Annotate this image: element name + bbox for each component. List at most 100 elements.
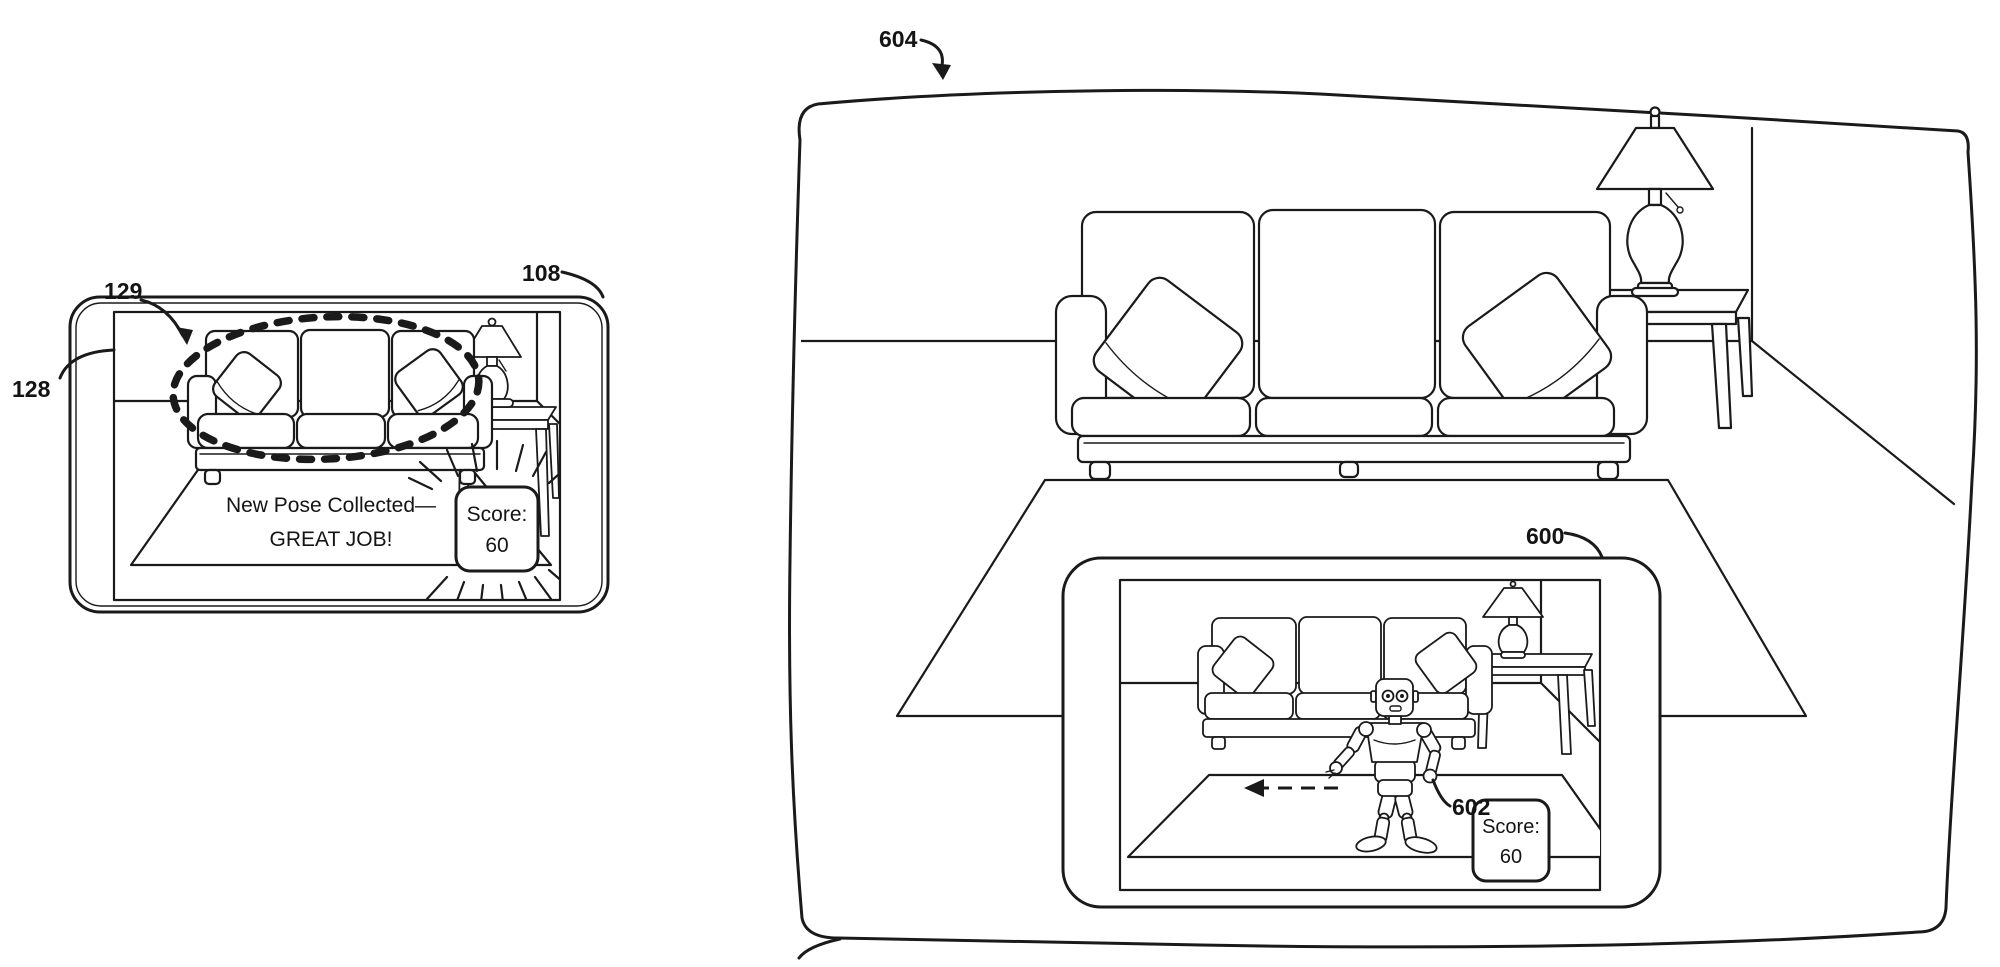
pillow-body xyxy=(212,351,282,421)
couch-seat-cushion xyxy=(1295,692,1381,720)
floor-corner-line xyxy=(1539,681,1600,744)
table-leg xyxy=(548,423,560,499)
pillow-body xyxy=(394,348,464,418)
couch xyxy=(1197,616,1493,750)
score-value: 60 xyxy=(1500,846,1522,868)
leader-line-600 xyxy=(1563,531,1604,559)
lamp-neck xyxy=(486,356,498,367)
robot-mouth xyxy=(1389,705,1402,712)
couch-leg xyxy=(203,468,222,486)
lamp-base xyxy=(1500,651,1526,659)
lamp-shade xyxy=(1595,126,1715,191)
couch-seat-cushion xyxy=(1436,396,1616,438)
score-value: 60 xyxy=(485,534,508,557)
robot-chest-line xyxy=(1373,739,1416,745)
robot-pelvis xyxy=(1377,779,1413,797)
couch-back-cushion xyxy=(1298,616,1382,695)
couch-seat-cushion xyxy=(1254,396,1434,438)
lamp-finial xyxy=(487,317,497,327)
pillow-flange-line xyxy=(216,381,258,415)
couch-leg xyxy=(1596,460,1620,481)
lamp-neck xyxy=(1647,187,1663,207)
robot-shoulder xyxy=(1358,721,1374,737)
leader-line-128 xyxy=(58,348,116,380)
throw-pillow xyxy=(1414,631,1478,695)
robot-finger xyxy=(1328,772,1336,779)
lamp-shade xyxy=(1482,587,1544,618)
ref-label-129: 129 xyxy=(104,278,142,304)
robot-torso xyxy=(1365,722,1425,763)
robot-figure xyxy=(1325,678,1442,854)
robot-finger xyxy=(1325,769,1335,773)
couch-leg xyxy=(1451,736,1466,750)
score-label: Score: xyxy=(1482,816,1540,838)
ref-label-602: 602 xyxy=(1452,794,1490,820)
room-view-604: Score: 60 600 602 604 xyxy=(788,26,1978,960)
arrowhead-129 xyxy=(176,327,193,345)
couch-leg xyxy=(1088,460,1112,481)
handheld-device-108: Score: 60 New Pose Collected— GREAT JOB!… xyxy=(12,260,610,614)
table-leg xyxy=(1736,316,1754,398)
couch-leg xyxy=(1211,736,1226,750)
couch xyxy=(186,328,494,486)
arrowhead xyxy=(1244,779,1264,797)
lamp-finial xyxy=(1509,580,1517,588)
lamp-pull-ring xyxy=(1676,206,1684,214)
score-badge: Score: 60 xyxy=(454,485,540,573)
score-badge: Score: 60 xyxy=(1471,798,1551,883)
couch-back-cushion xyxy=(299,328,391,419)
throw-pillow xyxy=(394,348,464,418)
arrowhead-604 xyxy=(932,63,951,80)
table-leg xyxy=(1557,674,1572,755)
device-screen-content: Score: 60 xyxy=(1120,580,1600,883)
score-badge-box xyxy=(454,485,540,573)
robot-foot xyxy=(1355,835,1387,853)
table-lamp xyxy=(1482,580,1544,659)
robot-foot xyxy=(1404,836,1438,854)
motion-dashed-arrow xyxy=(1244,779,1338,797)
pillow-flange-line xyxy=(417,379,460,412)
device-screen-content: Score: 60 New Pose Collected— GREAT JOB! xyxy=(114,312,560,600)
starburst-icon xyxy=(407,439,560,600)
ref-label-128: 128 xyxy=(12,376,51,402)
score-label: Score: xyxy=(467,503,528,526)
robot-hand xyxy=(1329,761,1343,775)
score-badge-box xyxy=(1471,798,1551,883)
ref-label-600: 600 xyxy=(1526,523,1564,549)
couch-seat-cushion xyxy=(1204,692,1294,720)
room-content: Score: 60 600 602 xyxy=(801,106,1956,909)
floor-corner-line xyxy=(1750,339,1956,506)
room-table-lamp xyxy=(1595,106,1715,298)
robot-neck xyxy=(1388,715,1402,725)
lamp-pull-chain xyxy=(1665,192,1679,208)
table-leg xyxy=(1583,669,1596,727)
lamp-body xyxy=(1497,624,1529,653)
lamp-pull-chain xyxy=(498,359,507,372)
couch-base xyxy=(1076,434,1632,464)
lamp-neck xyxy=(1508,616,1518,626)
couch-leg xyxy=(1338,460,1360,479)
robot-head xyxy=(1375,678,1414,717)
couch-leg xyxy=(458,468,477,486)
robot-pupil xyxy=(1400,694,1404,698)
throw-pillow xyxy=(212,351,282,421)
ref-label-108: 108 xyxy=(522,260,561,286)
pillow-body xyxy=(1461,271,1613,423)
message-line2: GREAT JOB! xyxy=(270,528,393,551)
leader-line-108 xyxy=(560,270,605,299)
tablet-device-600: Score: 60 xyxy=(1061,556,1662,909)
room-couch xyxy=(1054,208,1649,481)
throw-pillow xyxy=(1211,635,1275,699)
robot-shoulder xyxy=(1416,722,1432,738)
robot-pupil xyxy=(1386,694,1390,698)
couch-back-cushion xyxy=(1257,208,1437,400)
pose-region-dashed-ellipse xyxy=(169,312,483,464)
robot-belly xyxy=(1374,759,1416,783)
leader-line-602 xyxy=(1431,778,1452,808)
room-border-curl xyxy=(797,937,842,960)
lamp-finial-stem xyxy=(1649,114,1661,130)
lamp-base xyxy=(1630,286,1680,298)
ref-label-604: 604 xyxy=(879,26,918,52)
